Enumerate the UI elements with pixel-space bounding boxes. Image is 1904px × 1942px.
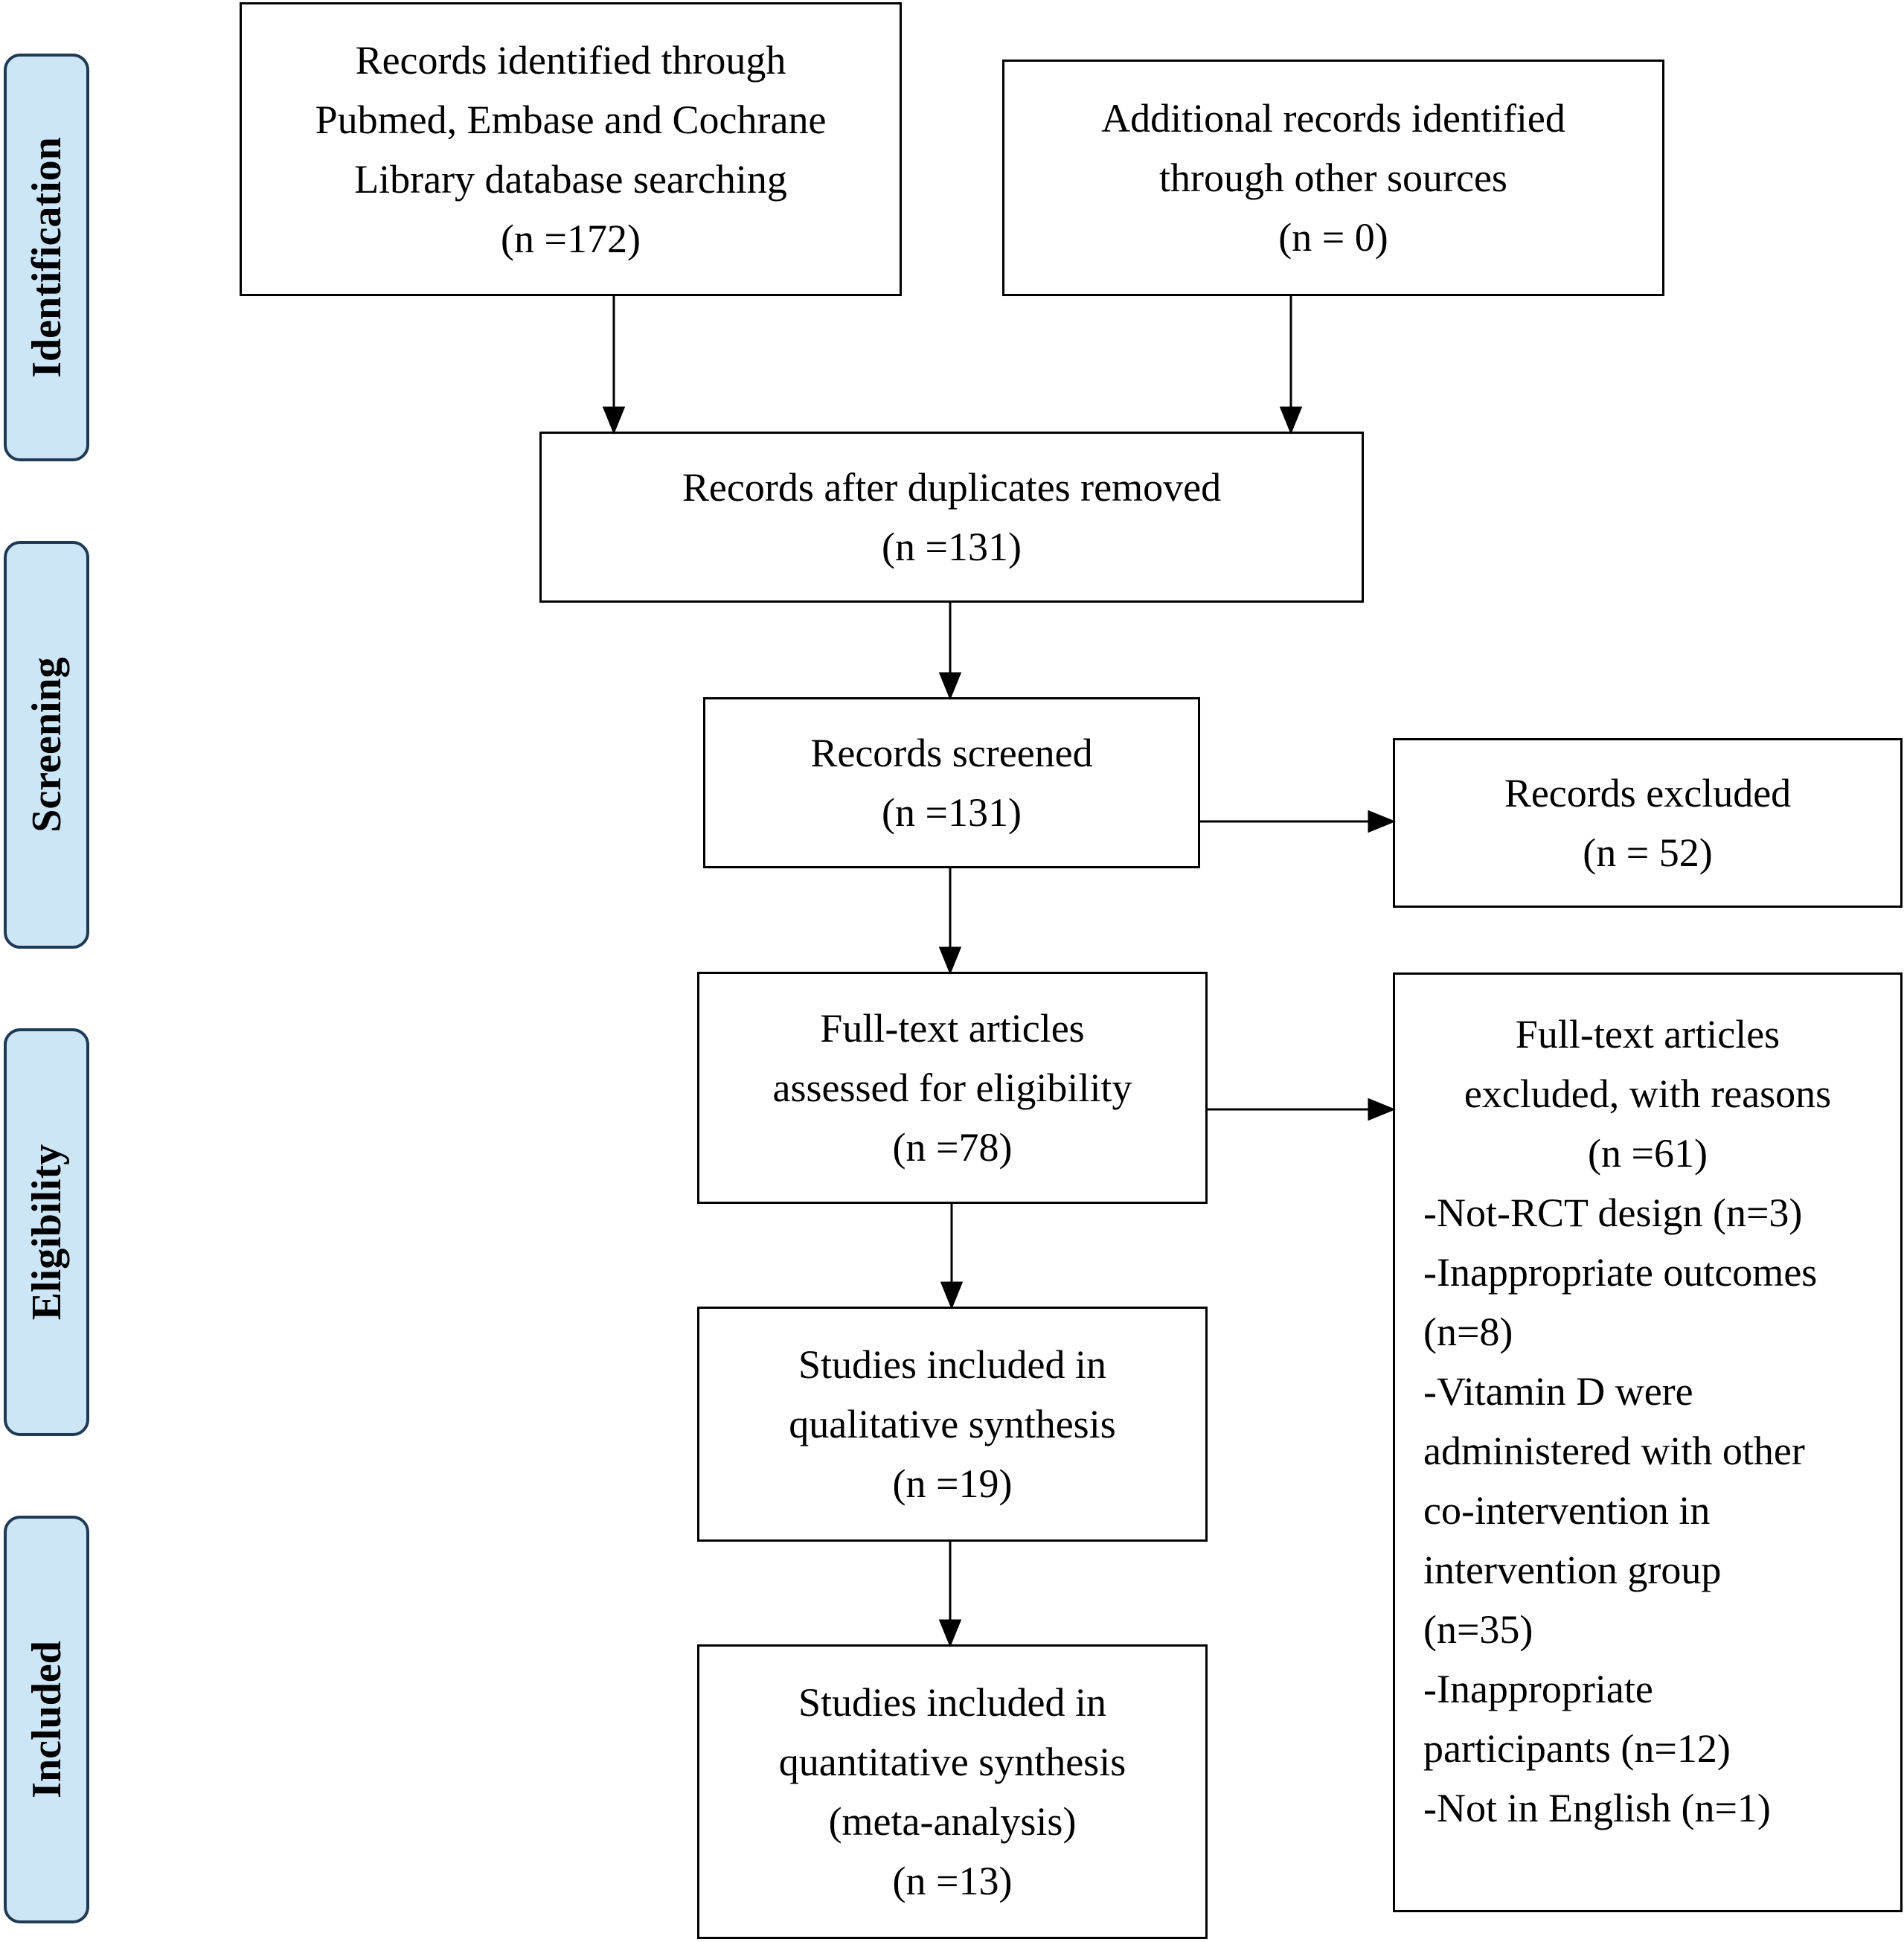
reason-line: -Inappropriate outcomes [1423,1250,1818,1295]
box-text-line: excluded, with reasons [1464,1071,1832,1116]
stage-screening: Screening [4,541,89,949]
reason-line: administered with other [1423,1429,1805,1473]
box-text-line: Library database searching [354,156,787,202]
box-count: (n =131) [882,525,1022,569]
box-text-line: qualitative synthesis [789,1402,1116,1446]
box-count: (n =19) [892,1461,1013,1506]
database-records-box: Records identified through Pubmed, Embas… [240,2,902,296]
stage-eligibility: Eligibility [4,1028,89,1436]
box-text-line: Records excluded [1504,771,1792,815]
box-text-line: quantitative synthesis [778,1740,1126,1784]
box-count: (n =13) [892,1859,1013,1903]
box-text-line: Records identified through [355,37,786,83]
after-duplicates-box: Records after duplicates removed (n =131… [539,432,1364,603]
fulltext-excluded-box: Full-text articles excluded, with reason… [1393,972,1903,1912]
reason-line: (n=8) [1423,1310,1513,1354]
box-text-line: Full-text articles [820,1006,1085,1051]
box-text-line: (meta-analysis) [828,1799,1077,1844]
box-count: (n = 0) [1278,215,1388,260]
stage-identification: Identification [4,54,89,461]
box-count: (n = 52) [1583,830,1713,875]
other-records-box: Additional records identified through ot… [1002,60,1664,296]
reason-line: (n=35) [1423,1607,1533,1652]
reason-line: -Inappropriate [1423,1667,1653,1711]
box-text-line: Records after duplicates removed [682,465,1222,510]
reason-line: -Not-RCT design (n=3) [1423,1190,1803,1235]
reason-line: intervention group [1423,1548,1722,1592]
box-text-line: through other sources [1159,156,1507,200]
stage-included: Included [4,1516,89,1923]
reason-line: -Not in English (n=1) [1423,1786,1771,1830]
quantitative-synthesis-box: Studies included in quantitative synthes… [697,1644,1208,1939]
box-text-line: Full-text articles [1515,1012,1780,1057]
reason-line: participants (n=12) [1423,1726,1731,1771]
box-text-line: Studies included in [798,1680,1106,1725]
box-count: (n =172) [501,216,641,261]
box-count: (n =131) [882,790,1022,835]
box-count: (n =78) [892,1125,1013,1170]
box-text-line: Pubmed, Embase and Cochrane [315,97,827,142]
records-screened-box: Records screened (n =131) [703,697,1200,868]
reason-line: -Vitamin D were [1423,1369,1693,1414]
qualitative-synthesis-box: Studies included in qualitative synthesi… [697,1307,1208,1542]
box-text-line: Studies included in [798,1342,1106,1387]
box-text-line: Additional records identified [1101,96,1565,141]
fulltext-assessed-box: Full-text articles assessed for eligibil… [697,972,1208,1204]
box-text-line: assessed for eligibility [772,1065,1132,1110]
box-count: (n =61) [1588,1131,1708,1176]
records-excluded-box: Records excluded (n = 52) [1393,738,1903,908]
box-text-line: Records screened [810,731,1093,775]
reason-line: co-intervention in [1423,1488,1711,1533]
